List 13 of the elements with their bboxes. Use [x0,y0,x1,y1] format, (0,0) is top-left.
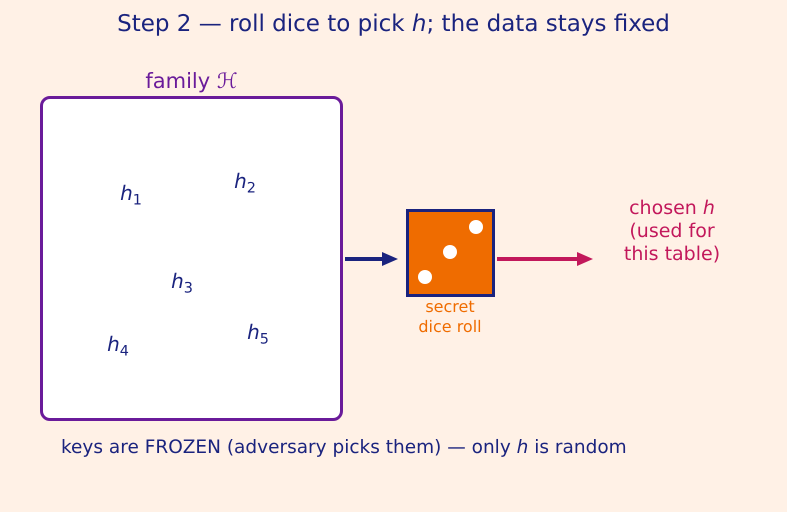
output-label: chosen h (used for this table) [622,197,722,266]
diagram-title: Step 2 — roll dice to pick h; the data stays fixed [117,11,670,37]
arrow [345,252,398,266]
hypothesis-label: h$_{2}$ [234,169,256,193]
hypothesis-label: h$_{3}$ [171,269,193,293]
arrow [497,252,593,266]
hypothesis-label: h$_{1}$ [120,181,142,205]
dice-box [406,209,495,297]
footnote-text: keys are FROZEN (adversary picks them) — only h is random [61,437,627,458]
hypothesis-label: h$_{4}$ [107,332,129,356]
group-heading: family ℋ [145,69,238,94]
hypothesis-label: h$_{5}$ [247,320,269,344]
node-caption: secret dice roll [417,297,483,337]
